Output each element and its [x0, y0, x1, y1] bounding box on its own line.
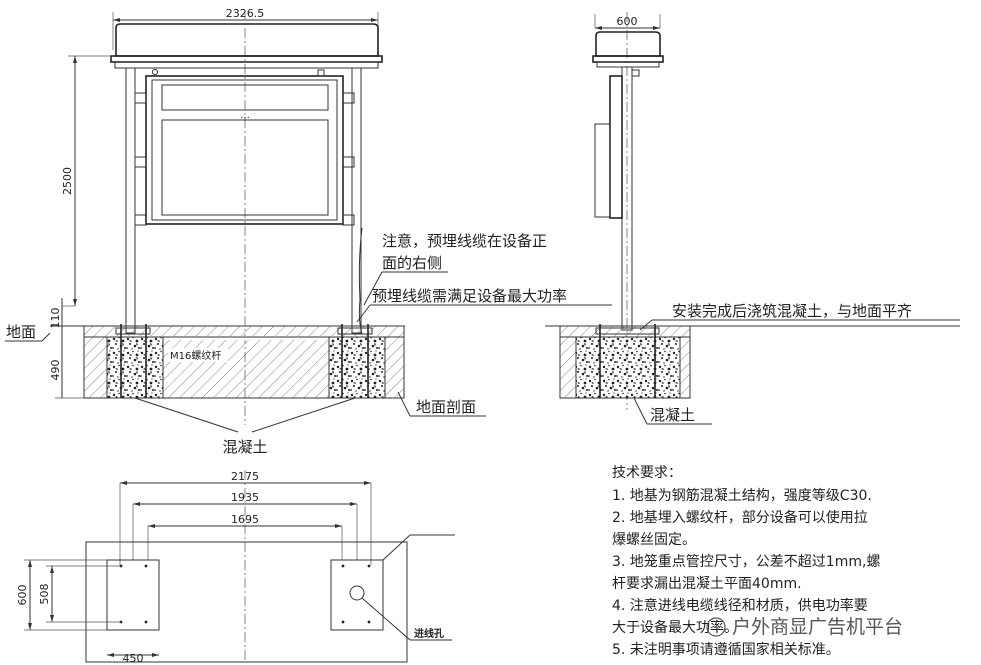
tech-title: 技术要求： — [612, 465, 682, 481]
cable-position-note-line2: 面的右侧 — [382, 254, 442, 272]
tech-item-2: 2. 地基埋入螺纹杆，部分设备可以使用拉 — [612, 509, 868, 526]
side-canopy — [595, 31, 661, 57]
cable-power-note: 预埋线缆需满足设备最大功率 — [372, 287, 567, 305]
display-cabinet — [145, 75, 344, 225]
tech-item-3: 3. 地笼重点管控尺寸，公差不超过1mm,螺 — [612, 553, 880, 570]
side-concrete-label: 混凝土 — [650, 406, 695, 424]
tech-item-4b: 大于设备最大功率。 — [612, 619, 738, 636]
front-view: 2326.5 ... 2500 110 490 — [5, 7, 612, 456]
plan-view: 2175 1935 1695 600 5 — [16, 470, 455, 665]
cable-position-note-line1: 注意，预埋线缆在设备正 — [382, 232, 547, 250]
watermark: 户外商显广告机平台 — [706, 616, 903, 638]
left-concrete-foundation — [106, 336, 164, 399]
cable-entry-hole — [349, 585, 365, 601]
cable-line — [358, 227, 363, 335]
cable-hole-label: 进线孔 — [414, 627, 444, 640]
left-post — [125, 67, 136, 334]
concrete-leader-right — [251, 397, 356, 433]
height-dimension: 2500 — [61, 167, 74, 195]
plan-outline — [85, 541, 408, 663]
watermark-text: 户外商显广告机平台 — [732, 616, 903, 638]
ground-offset-dimension: 110 — [49, 308, 62, 329]
side-cabinet-back — [594, 123, 611, 218]
tech-item-1: 1. 地基为钢筋混凝土结构，强度等级C30. — [612, 487, 872, 504]
foundation-depth-dimension: 490 — [49, 360, 62, 381]
tech-item-2b: 爆螺丝固定。 — [612, 532, 696, 548]
plan-right-block — [330, 559, 384, 631]
plan-left-block — [106, 559, 160, 631]
ground-label: 地面 — [6, 323, 36, 341]
side-cabinet — [609, 75, 623, 219]
concrete-label: 混凝土 — [222, 438, 267, 456]
tech-item-4: 4. 注意进线电缆线径和材质，供电功率要 — [612, 597, 868, 614]
technical-requirements: 技术要求： 1. 地基为钢筋混凝土结构，强度等级C30. 2. 地基埋入螺纹杆，… — [612, 465, 880, 658]
tech-item-5: 5. 未注明事项请遵循国家相关标准。 — [612, 641, 840, 658]
rod-label: M16螺纹杆 — [170, 349, 221, 362]
right-concrete-foundation — [328, 336, 386, 399]
canopy-top — [115, 23, 379, 57]
side-view: 600 安装完成后浇筑混凝土，与地面平齐 混凝土 — [545, 12, 960, 425]
plan-dim-block-width: 450 — [123, 652, 144, 665]
pour-note: 安装完成后浇筑混凝土，与地面平齐 — [672, 302, 912, 320]
plan-dim-depth-inner: 508 — [38, 584, 51, 605]
side-concrete-foundation — [575, 336, 681, 399]
watermark-logo-icon — [706, 617, 726, 637]
tech-item-3b: 杆要求漏出混凝土平面40mm. — [612, 576, 802, 592]
canopy-base — [110, 55, 383, 63]
ground-section-label: 地面剖面 — [416, 398, 476, 416]
screen-indicator: ... — [240, 110, 250, 121]
plan-dim-depth-outer: 600 — [16, 585, 29, 606]
concrete-leader-left — [134, 397, 239, 433]
